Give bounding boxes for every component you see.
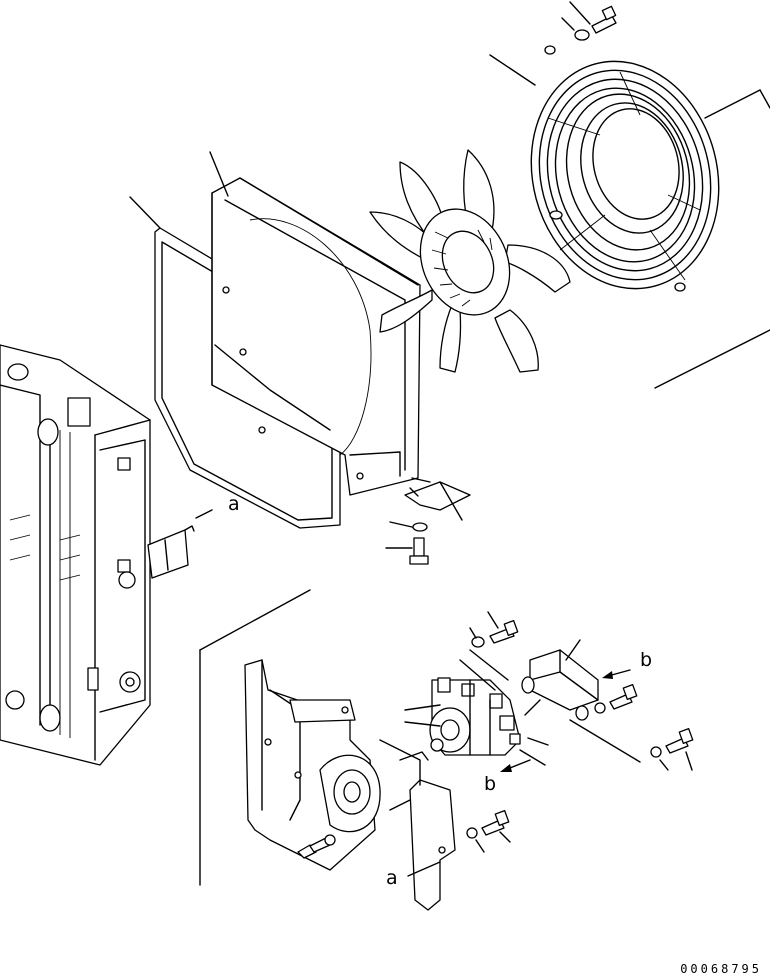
hydraulic-motor (404, 649, 549, 766)
callout-a-bottom: a (386, 867, 398, 889)
callout-a-leader (407, 861, 441, 877)
callout-b-top: b (640, 649, 652, 671)
bolts-side (569, 684, 641, 763)
bolts-upper (469, 611, 519, 648)
drawing-number: 00068795 (680, 962, 762, 976)
plate-bracket (147, 509, 213, 579)
callout-b-bottom: b (484, 773, 496, 795)
valve-block (521, 639, 599, 721)
bolts-lower (297, 810, 511, 859)
callout-b-arrows (500, 669, 631, 772)
detail-box (199, 589, 311, 886)
callout-a-top: a (228, 493, 240, 515)
fan-guard (489, 45, 770, 389)
bolts-lower-right (650, 728, 694, 771)
top-bolt (561, 1, 617, 41)
radiator (0, 344, 151, 766)
fan-shroud (209, 151, 421, 496)
motor-bracket (244, 659, 456, 911)
shroud-clip-hardware (385, 477, 471, 565)
cooling-fan (369, 149, 571, 373)
